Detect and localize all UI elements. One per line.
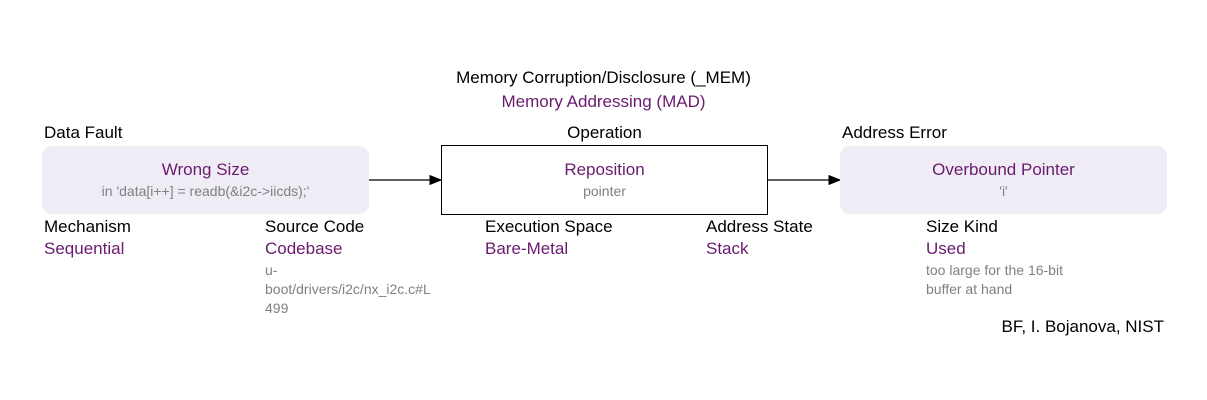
attribute-value: Stack	[706, 239, 749, 258]
attribute-value: Used	[926, 239, 966, 258]
consequence-node: Overbound Pointer 'i'	[840, 146, 1167, 214]
cause-detail: in 'data[i++] = readb(&i2c->iicds);'	[101, 183, 310, 199]
attribute-label: Size Kind	[926, 217, 998, 236]
operation-category-label: Operation	[567, 123, 642, 142]
operation-detail: pointer	[583, 183, 626, 199]
attribute-label: Execution Space	[485, 217, 613, 236]
operation-name: Reposition	[564, 160, 645, 179]
attribute-size-kind: Size Kind Used too large for the 16-bit …	[926, 217, 1126, 299]
attribute-note: too large for the 16-bit buffer at hand	[926, 262, 1063, 297]
operation-node: Reposition pointer	[441, 145, 768, 215]
attribute-label: Source Code	[265, 217, 365, 236]
attribute-source-code: Source Code Codebase u- boot/drivers/i2c…	[265, 217, 465, 318]
attribute-mechanism: Mechanism Sequential	[44, 217, 244, 259]
attribute-note: u- boot/drivers/i2c/nx_i2c.c#L 499	[265, 262, 431, 316]
diagram-subtitle: Memory Addressing (MAD)	[501, 92, 706, 111]
attribute-label: Mechanism	[44, 217, 131, 236]
cause-category-label: Data Fault	[44, 123, 123, 142]
cause-node: Wrong Size in 'data[i++] = readb(&i2c->i…	[42, 146, 369, 214]
attribute-label: Address State	[706, 217, 813, 236]
attribute-value: Bare-Metal	[485, 239, 569, 258]
credit-text: BF, I. Bojanova, NIST	[1001, 317, 1164, 336]
attribute-value: Sequential	[44, 239, 125, 258]
attribute-execution-space: Execution Space Bare-Metal	[485, 217, 685, 259]
cause-name: Wrong Size	[161, 160, 250, 179]
diagram-title: Memory Corruption/Disclosure (_MEM)	[456, 68, 751, 87]
consequence-detail: 'i'	[999, 183, 1008, 199]
consequence-category-label: Address Error	[842, 123, 947, 142]
attribute-address-state: Address State Stack	[706, 217, 906, 259]
attribute-value: Codebase	[265, 239, 343, 258]
consequence-name: Overbound Pointer	[932, 160, 1075, 179]
